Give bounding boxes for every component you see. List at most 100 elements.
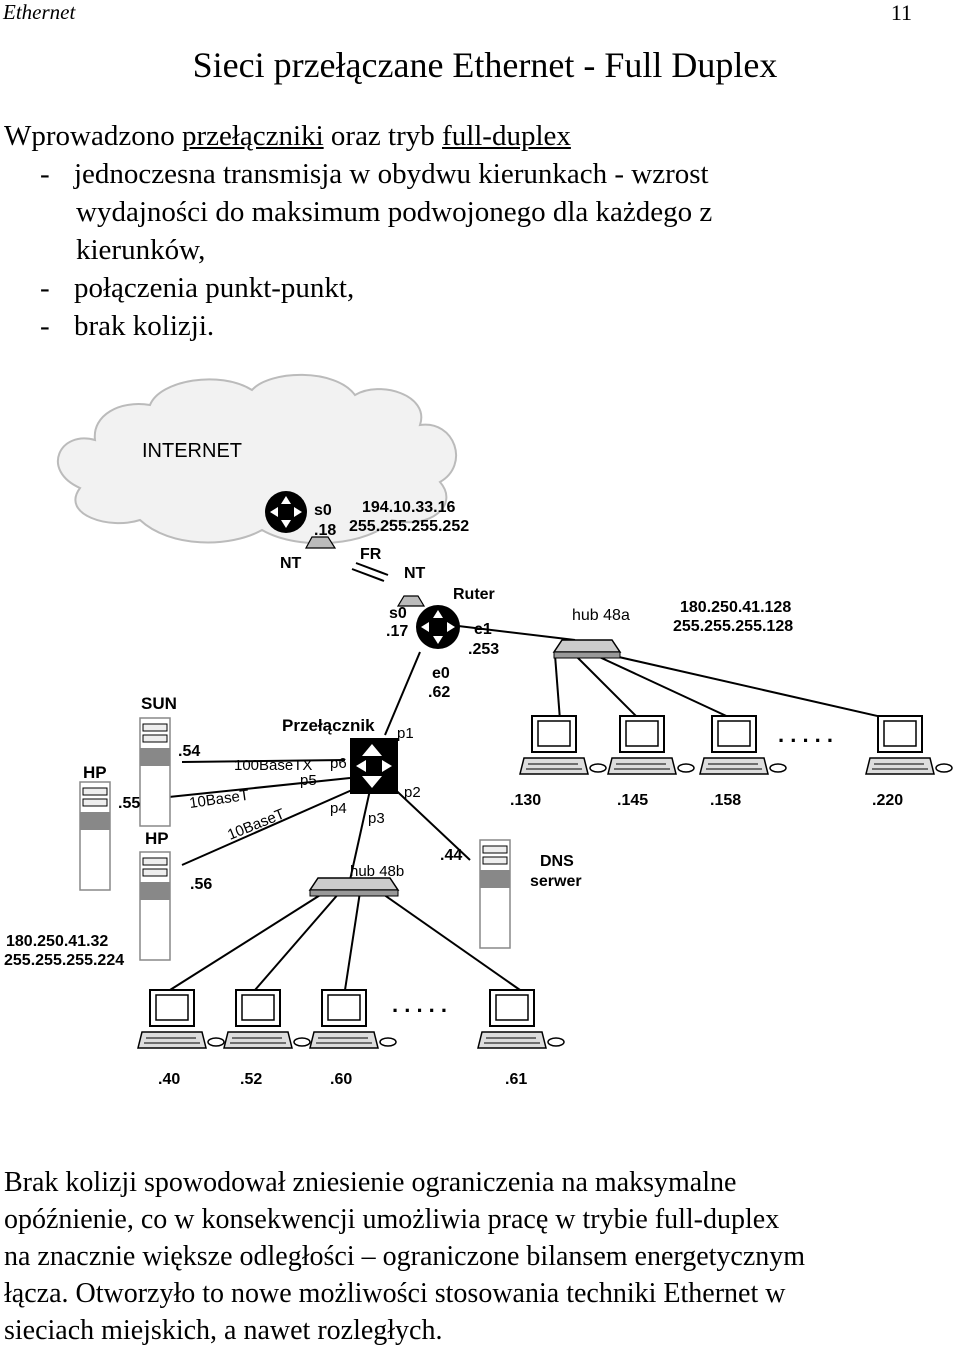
switch-icon [350,738,398,794]
isp-router-icon [265,491,307,533]
nt-right-label: NT [404,565,426,582]
ellipsis-lower: . . . . . [392,992,447,1017]
pc-145-icon [607,715,695,775]
network-a-label: 180.250.41.128 [680,599,791,616]
addr-61-label: .61 [505,1071,527,1088]
link-100basetx [181,759,346,763]
addr-54-label: .54 [178,743,200,760]
nt-top-label: NT [280,555,302,572]
network-b-label: 180.250.41.32 [6,933,108,950]
pc-220-icon [865,715,953,775]
switch-dns-link [384,779,471,861]
hub48b-pc-link-4 [379,891,521,991]
hp-server-left-icon [79,781,111,891]
mask-b-label: 255.255.255.224 [4,952,124,969]
bullet-dash: - [40,310,50,342]
fr-link [355,562,389,576]
internet-label: INTERNET [142,440,242,462]
hp-left-label: HP [83,763,107,782]
dns-label: DNS [540,853,574,870]
e1-label: e1 [474,621,492,638]
hub48a-pc-link-3 [594,654,736,721]
addr-17-label: .17 [386,623,408,640]
wan-network-label: 194.10.33.16 [362,499,456,516]
port-p1-label: p1 [397,725,414,742]
page-number: 11 [890,0,912,25]
addr-145-label: .145 [617,792,648,809]
addr-253-label: .253 [468,641,499,658]
bullet-1-text-b: wydajności do maksimum podwojonego dla k… [76,196,713,228]
addr-158-label: .158 [710,792,741,809]
header-section-label: Ethernet [3,0,76,24]
hub-48a-label: hub 48a [572,607,630,624]
links [139,562,896,991]
fr-label: FR [360,546,382,563]
term-full-duplex: full-duplex [442,120,571,152]
addr-40-label: .40 [158,1071,180,1088]
term-switches: przełączniki [181,120,324,152]
intro-bullet-1: -jednoczesna transmisja w obydwu kierunk… [4,155,712,193]
bullet-2-text: połączenia punkt-punkt, [74,272,355,304]
dns-server-label: serwer [530,873,582,890]
hub-48a-icon [552,639,622,659]
intro-bullet-3: -brak kolizji. [4,307,712,345]
hub48b-pc-link-1 [169,891,326,991]
hub48b-pc-link-3 [344,891,361,991]
internet-cloud [56,373,458,545]
pc-61-icon [477,989,565,1049]
pc-52-icon [223,989,311,1049]
port-p3-label: p3 [368,810,385,827]
addr-18-label: .18 [314,522,336,539]
bullet-dash: - [40,272,50,304]
pc-130-icon [519,715,607,775]
mask-a-label: 255.255.255.128 [673,618,793,635]
link-100basetx-label: 100BaseTX [234,757,312,774]
link-10baset-b-label: 10BaseT [225,805,287,843]
pc-40-icon [137,989,225,1049]
bullet-dash: - [40,158,50,190]
sun-label: SUN [141,694,177,713]
addr-56-label: .56 [190,876,212,893]
summary-line-5: sieciach miejskich, a nawet rozległych. [4,1315,443,1346]
fr-link-b [351,568,385,582]
hub48a-pc-link-2 [574,654,641,721]
summary-line-2: opóźnienie, co w konsekwencji umożliwia … [4,1204,780,1235]
intro-prefix: Wprowadzono [4,120,182,152]
addr-52-label: .52 [240,1071,262,1088]
switch-hub48b-link [349,789,371,881]
hub48a-pc-link-1 [554,654,561,721]
summary-line-1: Brak kolizji spowodował zniesienie ogran… [4,1167,737,1198]
bullet-3-text: brak kolizji. [74,310,215,342]
nt-modem-top-icon [304,536,337,549]
page-title: Sieci przełączane Ethernet - Full Duplex [192,45,778,85]
pc-158-icon [699,715,787,775]
hp-server-lower-icon [139,851,171,961]
addr-220-label: .220 [872,792,903,809]
router-switch-link [384,651,421,736]
link-10baset-b [181,789,353,866]
addr-55-label: .55 [118,795,140,812]
intro-middle: oraz tryb [323,120,443,152]
bullet-1-text-c: kierunków, [76,234,206,266]
summary-line-3: na znacznie większe odległości – ogranic… [4,1241,806,1272]
bullet-1-text-a: jednoczesna transmisja w obydwu kierunka… [74,158,709,190]
port-p5-label: p5 [300,772,317,789]
intro-bullet-2: -połączenia punkt-punkt, [4,269,712,307]
router-label: Ruter [453,586,495,603]
addr-130-label: .130 [510,792,541,809]
router-hub48a-link [449,624,576,641]
hub-48b-icon [308,877,400,897]
port-p2-label: p2 [404,784,421,801]
ellipsis-upper: . . . . . [778,722,833,747]
addr-60-label: .60 [330,1071,352,1088]
s0-router-label: s0 [389,605,407,622]
link-10baset-a-label: 10BaseT [188,787,250,812]
hp-lower-label: HP [145,829,169,848]
dns-server-icon [479,839,511,949]
summary-line-4: łącza. Otworzyło to nowe możliwości stos… [4,1278,786,1309]
addr-62-label: .62 [428,684,450,701]
port-p6-label: p6 [330,755,347,772]
port-p4-label: p4 [330,800,347,817]
pc-60-icon [309,989,397,1049]
